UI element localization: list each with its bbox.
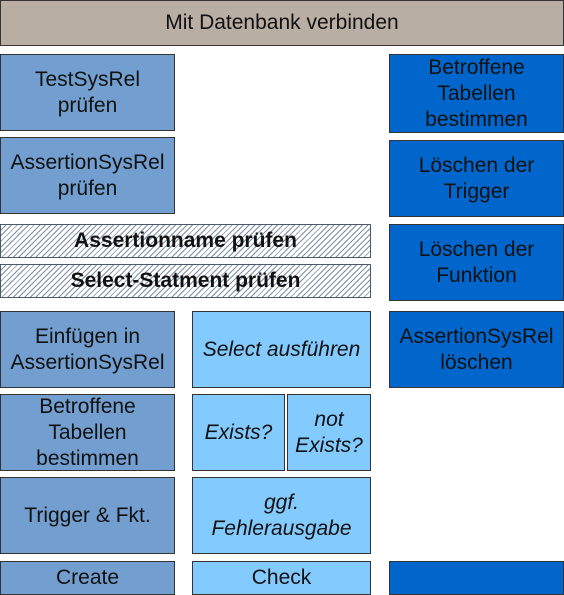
delete-footer <box>389 561 564 595</box>
check-step-not-exists: not Exists? <box>287 394 371 471</box>
create-step-affected-tables: Betroffene Tabellen bestimmen <box>0 394 175 471</box>
create-step-trigger-function: Trigger & Fkt. <box>0 477 175 554</box>
create-step-insert: Einfügen in AssertionSysRel <box>0 311 175 388</box>
check-step-select-execute: Select ausführen <box>192 311 371 388</box>
shared-step-select-statement: Select-Statment prüfen <box>0 264 371 298</box>
shared-step-assertionname: Assertionname prüfen <box>0 224 371 258</box>
delete-step-delete-function: Löschen der Funktion <box>389 224 564 301</box>
connect-database-box: Mit Datenbank verbinden <box>0 0 564 46</box>
create-footer: Create <box>0 561 175 595</box>
delete-step-delete-trigger: Löschen der Trigger <box>389 140 564 217</box>
delete-step-affected-tables: Betroffene Tabellen bestimmen <box>389 54 564 133</box>
delete-step-delete-assertionsysrel: AssertionSysRel löschen <box>389 311 564 388</box>
create-step-testsysrel: TestSysRel prüfen <box>0 54 175 131</box>
check-footer: Check <box>192 561 371 595</box>
check-step-exists: Exists? <box>192 394 285 471</box>
check-step-error-output: ggf. Fehlerausgabe <box>192 477 371 554</box>
create-step-assertionsysrel: AssertionSysRel prüfen <box>0 137 175 214</box>
